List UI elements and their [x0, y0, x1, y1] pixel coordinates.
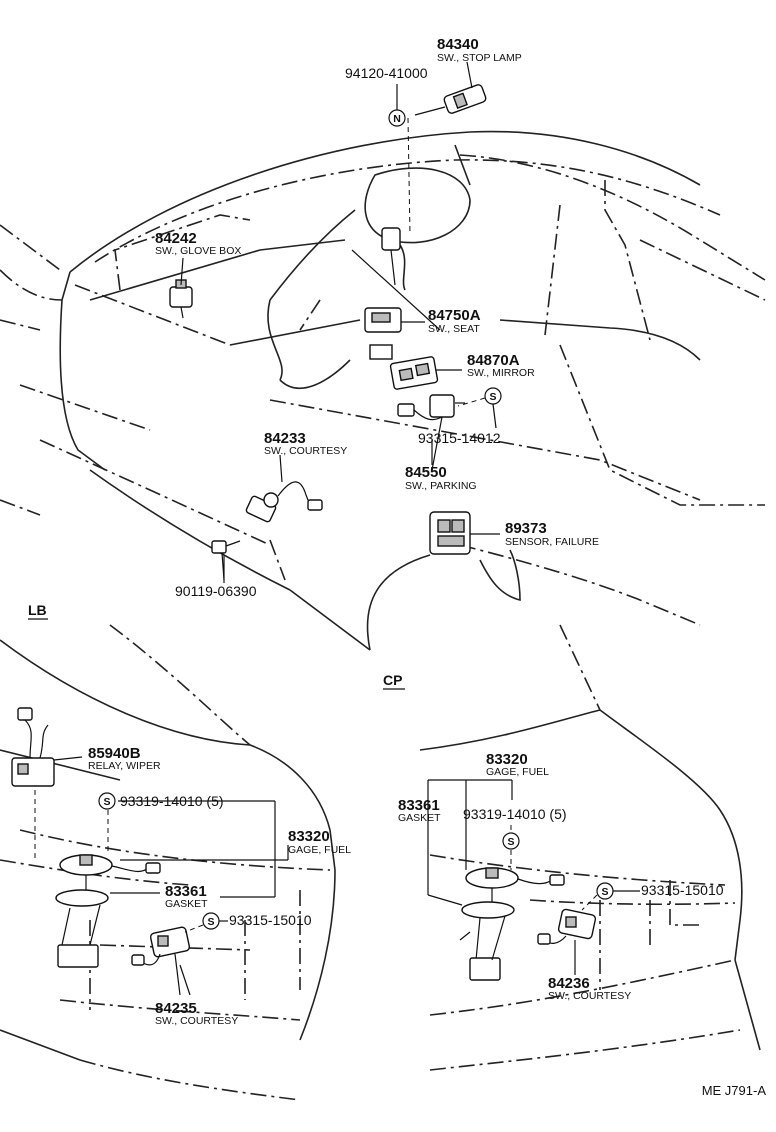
label-lb-84235: 84235 SW., COURTESY	[155, 1000, 238, 1027]
label-84750A: 84750A SW., SEAT	[428, 307, 481, 335]
svg-text:90119-06390: 90119-06390	[175, 583, 257, 599]
svg-text:SW., PARKING: SW., PARKING	[405, 480, 477, 492]
label-94120-41000: 94120-41000	[345, 65, 428, 81]
svg-text:GAGE, FUEL: GAGE, FUEL	[288, 844, 351, 856]
svg-text:SW., COURTESY: SW., COURTESY	[155, 1015, 238, 1027]
svg-text:LB: LB	[28, 602, 47, 618]
parking-switch-part	[397, 394, 455, 471]
leader-lines-top	[180, 61, 500, 583]
svg-text:93319-14010 (5): 93319-14010 (5)	[463, 806, 567, 822]
fuel-gage-lb-part	[55, 810, 161, 968]
svg-text:84750A: 84750A	[428, 307, 481, 324]
label-84550: 84550 SW., PARKING	[405, 464, 477, 492]
car-body-outline-cp	[419, 624, 761, 1071]
svg-text:84235: 84235	[155, 1000, 197, 1017]
courtesy-switch-cp-part	[537, 908, 597, 975]
stop-lamp-switch-part	[407, 84, 487, 236]
label-84242: 84242 SW., GLOVE BOX	[155, 230, 241, 257]
label-cp-84236: 84236 SW., COURTESY	[548, 975, 631, 1002]
svg-text:SENSOR, FAILURE: SENSOR, FAILURE	[505, 536, 599, 548]
label-lb-83361: 83361 GASKET	[165, 883, 208, 910]
svg-text:SW., GLOVE BOX: SW., GLOVE BOX	[155, 245, 241, 257]
seat-switch-part	[364, 307, 402, 360]
svg-text:83361: 83361	[398, 797, 440, 814]
svg-text:89373: 89373	[505, 520, 547, 537]
leader-lines-cp	[427, 779, 640, 906]
car-body-outline-lb	[0, 624, 336, 1101]
svg-text:SW., SEAT: SW., SEAT	[428, 323, 480, 335]
svg-text:83361: 83361	[165, 883, 207, 900]
s-symbol-cp-93319: S	[502, 832, 520, 850]
wiper-relay-part	[11, 707, 83, 860]
label-84233: 84233 SW., COURTESY	[264, 430, 347, 457]
svg-text:ME J791-A: ME J791-A	[702, 1083, 767, 1098]
label-85940B: 85940B RELAY, WIPER	[88, 745, 161, 772]
svg-text:SW., STOP LAMP: SW., STOP LAMP	[437, 52, 522, 64]
label-84340: 84340 SW., STOP LAMP	[437, 36, 522, 64]
svg-text:93315-14012: 93315-14012	[418, 430, 501, 446]
svg-text:84550: 84550	[405, 464, 447, 481]
label-cp-93315-15010: 93315-15010	[641, 882, 724, 898]
label-cp-93319-14010: 93319-14010 (5)	[463, 806, 567, 822]
svg-text:83320: 83320	[288, 828, 330, 845]
svg-text:93315-15010: 93315-15010	[229, 912, 312, 928]
label-lb-93315-15010: 93315-15010	[229, 912, 312, 928]
svg-text:S: S	[601, 886, 608, 898]
svg-text:84340: 84340	[437, 36, 479, 53]
svg-text:S: S	[507, 836, 514, 848]
svg-text:N: N	[393, 113, 401, 125]
label-90119-06390: 90119-06390	[175, 583, 257, 599]
svg-text:SW., COURTESY: SW., COURTESY	[548, 990, 631, 1002]
section-label-lb: LB	[28, 602, 48, 620]
svg-text:85940B: 85940B	[88, 745, 141, 762]
svg-text:83320: 83320	[486, 751, 528, 768]
svg-text:GASKET: GASKET	[165, 898, 208, 910]
n-symbol: N	[388, 84, 406, 127]
label-84870A: 84870A SW., MIRROR	[467, 352, 535, 379]
svg-text:94120-41000: 94120-41000	[345, 65, 428, 81]
s-symbol-lb-93315: S	[184, 912, 220, 933]
svg-text:S: S	[103, 796, 110, 808]
label-lb-93319-14010: 93319-14010 (5)	[120, 793, 224, 809]
stop-lamp-bracket	[381, 227, 401, 286]
fuel-gage-cp-part	[459, 850, 565, 981]
section-label-cp: CP	[383, 672, 405, 690]
s-symbol-93315-14012: S	[457, 387, 502, 429]
glove-box-switch-part	[169, 279, 193, 319]
leader-lines-lb	[110, 800, 289, 996]
label-cp-83361: 83361 GASKET	[398, 797, 441, 824]
svg-text:84870A: 84870A	[467, 352, 520, 369]
svg-text:93315-15010: 93315-15010	[641, 882, 724, 898]
svg-text:S: S	[489, 391, 496, 403]
svg-text:S: S	[207, 916, 214, 928]
svg-text:RELAY, WIPER: RELAY, WIPER	[88, 760, 161, 772]
label-89373: 89373 SENSOR, FAILURE	[505, 520, 599, 548]
bolt-part	[211, 540, 241, 581]
label-lb-83320: 83320 GAGE, FUEL	[288, 828, 351, 856]
svg-text:84242: 84242	[155, 230, 197, 247]
mirror-switch-part	[389, 356, 439, 390]
svg-text:84236: 84236	[548, 975, 590, 992]
label-cp-83320: 83320 GAGE, FUEL	[486, 751, 549, 778]
svg-text:SW., COURTESY: SW., COURTESY	[264, 445, 347, 457]
s-symbol-cp-93315: S	[581, 882, 614, 911]
svg-text:GAGE, FUEL: GAGE, FUEL	[486, 766, 549, 778]
courtesy-switch-lb-part	[131, 926, 191, 996]
svg-text:93319-14010 (5): 93319-14010 (5)	[120, 793, 224, 809]
car-body-outline-top	[0, 130, 766, 651]
courtesy-switch-part	[245, 481, 323, 523]
svg-text:CP: CP	[383, 672, 402, 688]
svg-text:SW., MIRROR: SW., MIRROR	[467, 367, 535, 379]
label-93315-14012: 93315-14012	[418, 430, 501, 446]
figure-reference: ME J791-A	[702, 1083, 767, 1098]
svg-text:84233: 84233	[264, 430, 306, 447]
s-symbol-lb-93319: S	[98, 792, 116, 810]
svg-text:GASKET: GASKET	[398, 812, 441, 824]
failure-sensor-part	[429, 511, 471, 555]
